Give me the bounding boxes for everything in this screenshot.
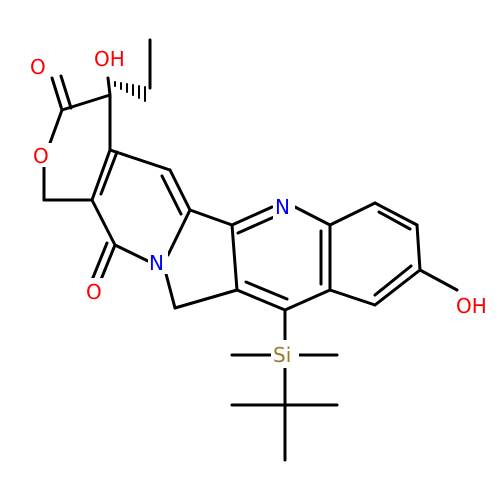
atom-label-o-carbonyl-bottom: O — [86, 280, 102, 304]
bond — [90, 198, 117, 247]
bond — [173, 288, 239, 310]
bond — [108, 148, 172, 172]
bond — [48, 108, 64, 145]
hashed-wedge-bond — [114, 81, 146, 102]
bond — [283, 288, 332, 312]
bond — [106, 76, 112, 97]
bond — [415, 223, 422, 272]
bond — [166, 208, 192, 257]
bond — [230, 205, 274, 227]
bond — [59, 74, 73, 110]
bond — [168, 168, 192, 212]
bond — [236, 215, 276, 235]
label-bg — [148, 250, 168, 274]
atom-si: Si — [271, 340, 299, 368]
bond — [244, 280, 289, 301]
bond — [293, 205, 332, 227]
bond — [99, 150, 119, 196]
bond — [160, 174, 183, 216]
bonds — [42, 38, 459, 462]
bond — [50, 76, 64, 112]
atom-label-oh-top: OH — [94, 47, 125, 71]
label-bg — [271, 340, 299, 368]
atom-labels: OH O O O N N OH Si — [29, 45, 495, 368]
atom-n-ring: N — [148, 250, 168, 275]
bond — [163, 268, 177, 310]
label-bg — [273, 193, 295, 219]
atom-o-carbonyl-bottom: O — [85, 278, 105, 304]
atom-label-o-carbonyl-top: O — [30, 55, 46, 79]
bond — [328, 288, 377, 307]
atom-label-oh-right: OH — [456, 294, 487, 318]
bond — [98, 243, 117, 284]
atom-oh-right: OH — [455, 292, 495, 318]
bond — [328, 201, 377, 227]
bond — [113, 243, 152, 264]
atom-label-n-quinoline: N — [275, 195, 290, 219]
bond — [90, 241, 109, 282]
bond — [418, 268, 459, 292]
atom-label-n-ring: N — [149, 251, 164, 275]
bond — [373, 201, 419, 227]
label-bg — [93, 45, 131, 71]
bond — [235, 288, 287, 312]
label-bg — [29, 54, 49, 80]
bond — [230, 223, 239, 292]
label-bg — [32, 143, 52, 167]
label-bg — [85, 278, 105, 304]
bond — [373, 268, 422, 307]
atom-label-o-ring: O — [33, 144, 49, 168]
atom-o-carbonyl-top: O — [29, 54, 49, 80]
atom-label-si: Si — [273, 343, 291, 367]
atom-n-quinoline: N — [273, 193, 295, 219]
bond — [188, 208, 234, 227]
bond — [90, 148, 112, 202]
label-bg — [455, 292, 495, 318]
atom-oh-top: OH — [93, 45, 131, 71]
bond — [373, 264, 413, 297]
bond — [377, 210, 412, 231]
atom-o-ring: O — [32, 143, 52, 168]
